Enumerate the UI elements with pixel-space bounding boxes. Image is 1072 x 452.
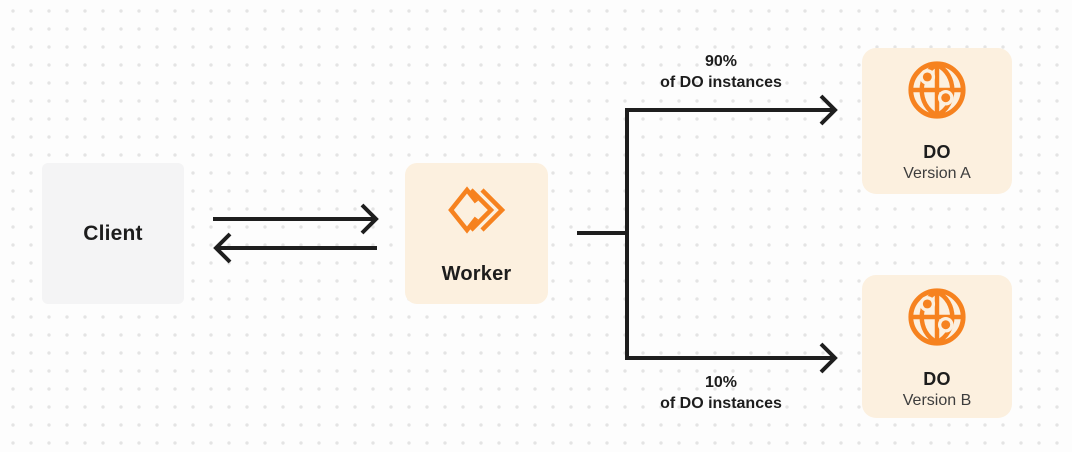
client-label: Client	[83, 221, 143, 245]
worker-to-client-arrow	[213, 232, 377, 264]
split-label-90: 90% of DO instances	[601, 52, 841, 93]
client-to-worker-arrow	[213, 203, 379, 235]
worker-label: Worker	[441, 263, 512, 285]
do-a-title: DO	[923, 142, 951, 162]
do-version-b-node: DO Version B	[862, 275, 1012, 418]
split-percent-90: 90%	[704, 53, 738, 70]
do-b-title: DO	[923, 369, 951, 389]
split-percent-10: 10%	[704, 374, 738, 391]
do-a-subtitle: Version A	[903, 165, 971, 182]
do-version-a-node: DO Version A	[862, 48, 1012, 194]
client-node: Client	[42, 163, 184, 304]
durable-object-globe-icon	[906, 286, 968, 348]
do-b-subtitle: Version B	[902, 392, 972, 409]
worker-node: Worker	[405, 163, 548, 304]
worker-split-branch	[577, 94, 838, 374]
split-label-10: 10% of DO instances	[601, 373, 841, 414]
split-caption-10: of DO instances	[660, 394, 782, 412]
durable-object-globe-icon	[906, 59, 968, 121]
cloudflare-workers-icon	[447, 185, 506, 235]
split-caption-90: of DO instances	[660, 73, 782, 91]
